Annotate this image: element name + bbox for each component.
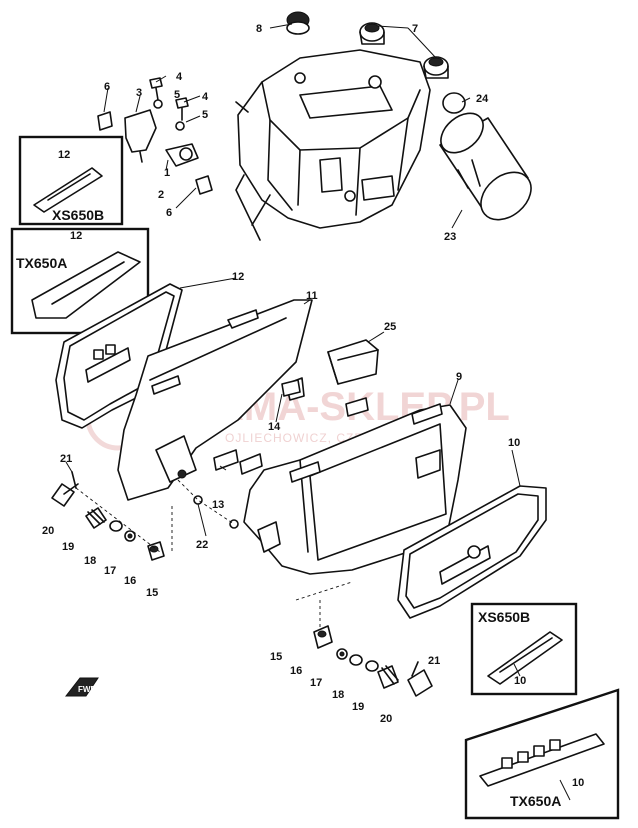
left-side-cover-12 (55, 283, 183, 429)
leader-lines (65, 23, 571, 801)
callout-20b: 20 (380, 713, 392, 725)
small-hardware-left (97, 77, 213, 195)
callout-10c: 10 (572, 777, 584, 789)
right-side-cover-10 (397, 485, 547, 619)
callout-21a: 21 (60, 453, 72, 465)
callout-23: 23 (444, 231, 456, 243)
callout-25: 25 (384, 321, 396, 333)
callout-11: 11 (306, 290, 318, 302)
callout-14: 14 (268, 421, 281, 433)
callout-22: 22 (196, 539, 208, 551)
callout-8: 8 (256, 23, 262, 35)
front-tag-text: FWD (78, 685, 96, 694)
callout-12c: 12 (232, 271, 244, 283)
battery-block-25 (327, 339, 379, 385)
filter-cylinder-23 (439, 112, 532, 221)
side-cover-inner-11 (117, 299, 313, 501)
callout-2: 2 (158, 189, 164, 201)
callout-17a: 17 (104, 565, 116, 577)
callout-4b: 4 (202, 91, 209, 103)
model-label-xs650b-top: XS650B (52, 207, 104, 223)
callout-1: 1 (164, 167, 170, 179)
callout-16b: 16 (290, 665, 302, 677)
grommet-7-b (423, 56, 449, 79)
band-24 (442, 92, 466, 114)
callout-9: 9 (456, 371, 462, 383)
callout-13: 13 (212, 499, 224, 511)
callout-17b: 17 (310, 677, 322, 689)
callout-20a: 20 (42, 525, 54, 537)
fastener-stack-right (295, 581, 433, 697)
callout-19a: 19 (62, 541, 74, 553)
callout-3: 3 (136, 87, 142, 99)
emblem-box-xs650b-bottom: XS650B (470, 602, 578, 696)
battery-box-frame (235, 49, 431, 241)
rubber-cap-8 (286, 11, 310, 35)
emblem-box-xs650b-top: XS650B (18, 135, 124, 226)
callout-18b: 18 (332, 689, 344, 701)
callout-10b: 10 (514, 675, 526, 687)
model-label-xs650b-bottom: XS650B (478, 609, 530, 625)
fastener-stack-left (51, 471, 165, 561)
callout-numbers: 8 7 24 23 4 4 5 5 3 6 1 2 6 12 12 12 11 … (42, 23, 584, 789)
callout-6b: 6 (166, 207, 172, 219)
callout-5a: 5 (174, 89, 180, 101)
callout-18a: 18 (84, 555, 96, 567)
callout-16a: 16 (124, 575, 136, 587)
callout-19b: 19 (352, 701, 364, 713)
callout-24: 24 (476, 93, 489, 105)
callout-15b: 15 (270, 651, 282, 663)
callout-12b: 12 (70, 230, 82, 242)
callout-12a: 12 (58, 149, 70, 161)
front-direction-tag: FWD (64, 677, 99, 697)
callout-7: 7 (412, 23, 418, 35)
grommet-7-a (359, 22, 385, 45)
callout-21b: 21 (428, 655, 440, 667)
callout-5b: 5 (202, 109, 208, 121)
grommets-13-14 (213, 379, 369, 475)
callout-4a: 4 (176, 71, 183, 83)
model-label-tx650a-top: TX650A (16, 255, 67, 271)
callout-15a: 15 (146, 587, 158, 599)
callout-10a: 10 (508, 437, 520, 449)
emblem-box-tx650a-bottom: TX650A (464, 688, 620, 820)
callout-6a: 6 (104, 81, 110, 93)
main-side-cover-9 (243, 403, 467, 575)
model-label-tx650a-bottom: TX650A (510, 793, 561, 809)
